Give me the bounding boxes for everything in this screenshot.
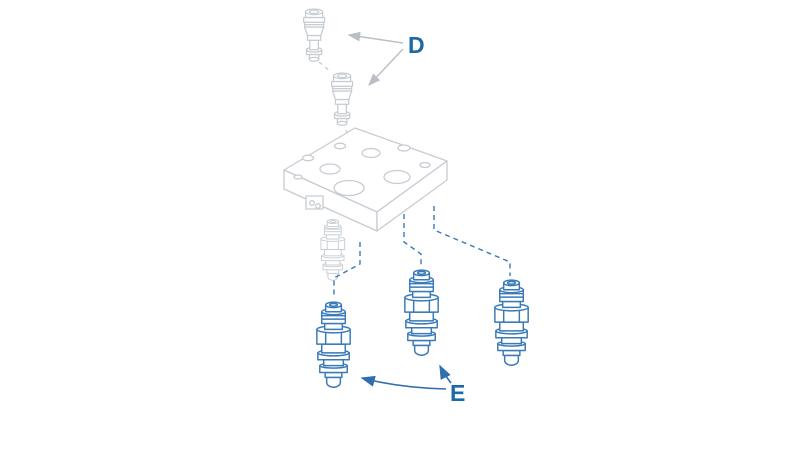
locating-line-left (333, 242, 361, 298)
locating-line-right (433, 206, 511, 276)
callout-e-arrow-middle (439, 364, 452, 384)
lower-coupling-plug-ghost (331, 72, 354, 126)
callout-d-arrow-upper (347, 31, 404, 44)
cartridge-valve-right (494, 279, 529, 366)
callout-e-arrow-left (360, 375, 447, 390)
manifold-block-ghost (283, 127, 448, 232)
upper-coupling-plug-ghost (303, 8, 326, 62)
callout-label-e: E (450, 380, 465, 406)
callout-d-arrow-lower (368, 48, 404, 87)
cartridge-valve-left (316, 301, 351, 388)
callout-label-d: D (408, 32, 425, 58)
locating-line-middle (403, 214, 422, 266)
assembly-axis-upper (318, 61, 331, 72)
cartridge-valve-middle (404, 269, 439, 356)
installed-cartridge-valve-ghost (320, 219, 346, 281)
